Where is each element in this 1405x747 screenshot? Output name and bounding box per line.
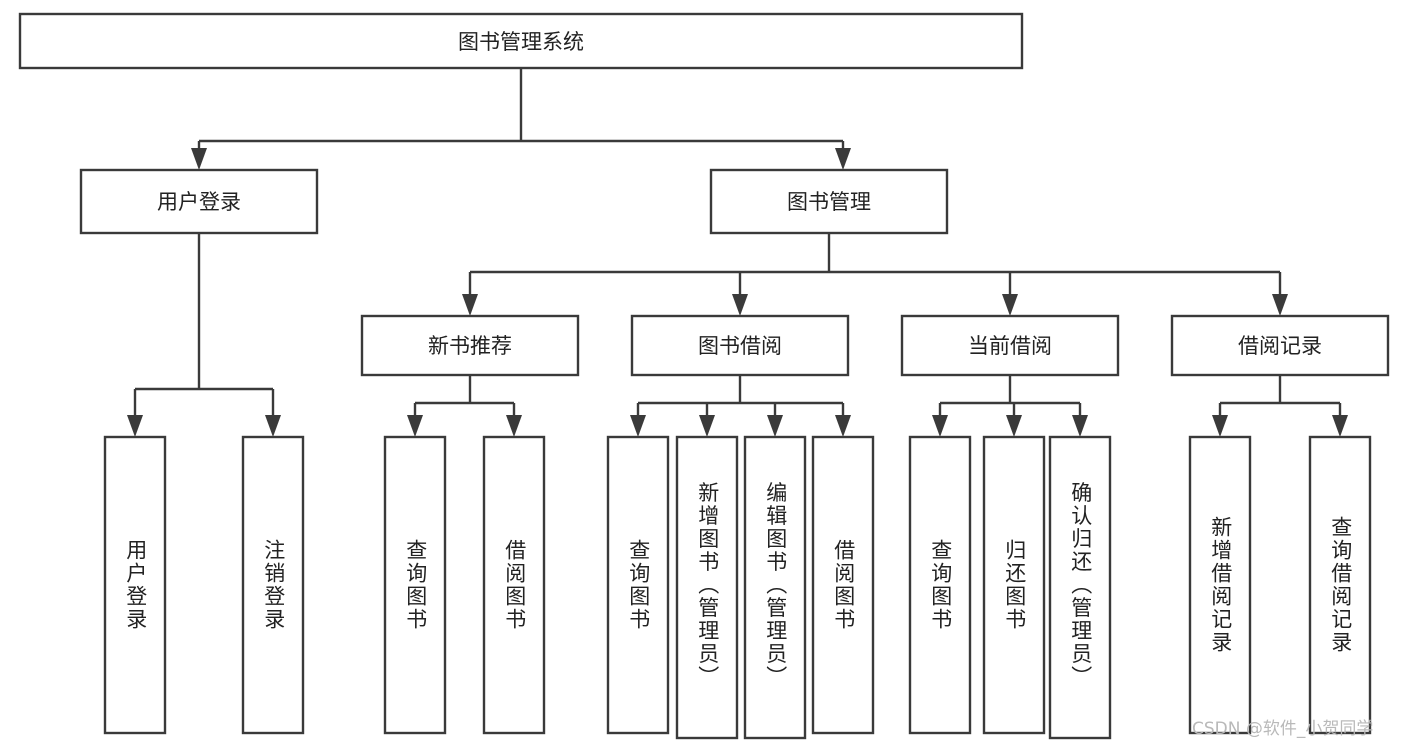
node-new-book-rec-label: 新书推荐 xyxy=(428,334,512,358)
leaf-box-user-login[interactable] xyxy=(103,435,167,735)
node-current-borrow-box[interactable] xyxy=(900,314,1120,377)
node-borrow-record-box[interactable] xyxy=(1170,314,1390,377)
arrow-head-icon xyxy=(506,415,522,437)
connector-root-to-level2 xyxy=(191,68,851,170)
node-current-borrow-label: 当前借阅 xyxy=(968,334,1052,358)
node-new-book-rec-box[interactable] xyxy=(360,314,580,377)
leaf-box-borrow-book-2[interactable] xyxy=(811,435,875,735)
node-current-borrow[interactable]: 当前借阅 xyxy=(900,314,1120,377)
arrow-head-icon xyxy=(932,415,948,437)
node-user-login-label: 用户登录 xyxy=(157,190,241,214)
arrow-head-icon xyxy=(127,415,143,437)
node-user-login-box[interactable] xyxy=(79,168,319,235)
node-root[interactable]: 图书管理系统 xyxy=(18,12,1024,70)
connector-currentborrow-to-leaves xyxy=(932,375,1088,437)
arrow-head-icon xyxy=(732,294,748,316)
leaf-box-borrow-book-1[interactable] xyxy=(482,435,546,735)
arrow-head-icon xyxy=(407,415,423,437)
watermark-text: CSDN @软件_小贺同学 xyxy=(1192,719,1374,739)
leaf-box-query-book-1[interactable] xyxy=(383,435,447,735)
connector-bookmanage-to-level3 xyxy=(462,233,1288,316)
node-new-book-rec[interactable]: 新书推荐 xyxy=(360,314,580,377)
leaf-box-add-record[interactable] xyxy=(1188,435,1252,735)
node-borrow-record[interactable]: 借阅记录 xyxy=(1170,314,1390,377)
arrow-head-icon xyxy=(462,294,478,316)
arrow-head-icon xyxy=(1006,415,1022,437)
leaf-box-query-record[interactable] xyxy=(1308,435,1372,735)
connector-bookborrow-to-leaves xyxy=(630,375,851,437)
connector-userlogin-to-leaves xyxy=(127,233,281,437)
leaf-box-query-book-2[interactable] xyxy=(606,435,670,735)
leaf-box-logout[interactable] xyxy=(241,435,305,735)
node-borrow-record-label: 借阅记录 xyxy=(1238,334,1322,358)
node-root-box[interactable] xyxy=(18,12,1024,70)
node-book-manage[interactable]: 图书管理 xyxy=(709,168,949,235)
arrow-head-icon xyxy=(835,415,851,437)
arrow-head-icon xyxy=(191,148,207,170)
node-book-borrow-box[interactable] xyxy=(630,314,850,377)
node-book-manage-box[interactable] xyxy=(709,168,949,235)
arrow-head-icon xyxy=(699,415,715,437)
arrow-head-icon xyxy=(1272,294,1288,316)
node-user-login[interactable]: 用户登录 xyxy=(79,168,319,235)
leaf-box-query-book-3[interactable] xyxy=(908,435,972,735)
arrow-head-icon xyxy=(1072,415,1088,437)
arrow-head-icon xyxy=(1332,415,1348,437)
node-book-borrow[interactable]: 图书借阅 xyxy=(630,314,850,377)
node-book-borrow-label: 图书借阅 xyxy=(698,334,782,358)
arrow-head-icon xyxy=(835,148,851,170)
leaf-box-add-book[interactable] xyxy=(675,435,739,740)
node-root-label: 图书管理系统 xyxy=(458,30,584,54)
leaf-box-confirm-return[interactable] xyxy=(1048,435,1112,740)
arrow-head-icon xyxy=(630,415,646,437)
arrow-head-icon xyxy=(265,415,281,437)
node-book-manage-label: 图书管理 xyxy=(787,190,871,214)
arrow-head-icon xyxy=(1002,294,1018,316)
connector-borrowrecord-to-leaves xyxy=(1212,375,1348,437)
leaf-box-edit-book[interactable] xyxy=(743,435,807,740)
leaf-box-return-book[interactable] xyxy=(982,435,1046,735)
arrow-head-icon xyxy=(767,415,783,437)
arrow-head-icon xyxy=(1212,415,1228,437)
connector-newbook-to-leaves xyxy=(407,375,522,437)
